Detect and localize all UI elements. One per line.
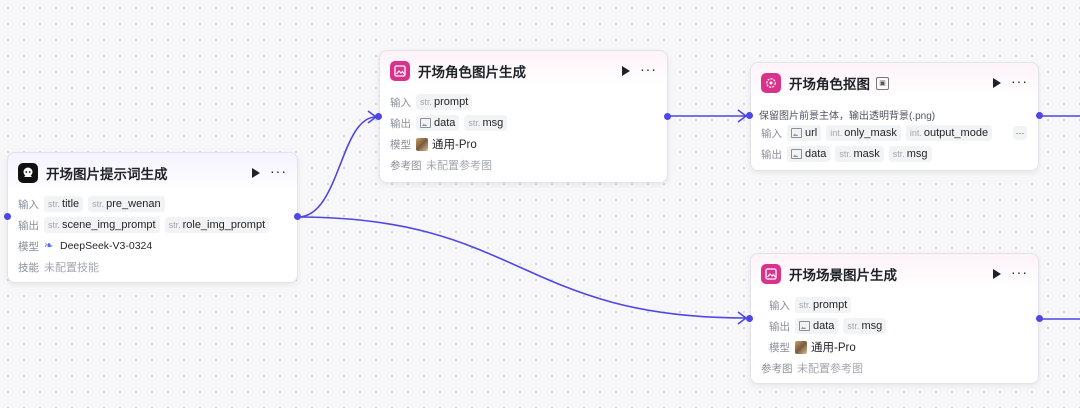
edge-prompt-to-scene	[297, 216, 747, 319]
output-tag: str.msg	[464, 115, 508, 131]
input-tag: str.pre_wenan	[88, 196, 165, 212]
model-name: 通用-Pro	[432, 139, 477, 151]
cutout-icon	[761, 73, 781, 93]
output-label: 输出	[390, 117, 411, 130]
output-tag: str.scene_img_prompt	[44, 217, 160, 233]
plugin-badge-icon: ▣	[876, 76, 889, 90]
play-icon[interactable]	[252, 168, 260, 178]
more-menu-icon[interactable]: ···	[640, 60, 657, 77]
input-label: 输入	[761, 127, 782, 140]
reference-value: 未配置参考图	[426, 160, 492, 172]
edge-arrow-scene	[737, 311, 748, 325]
input-port[interactable]	[746, 315, 753, 322]
output-port[interactable]	[1036, 315, 1043, 322]
input-tag: str.prompt	[416, 94, 473, 110]
node-title: 开场角色抠图	[789, 77, 870, 92]
input-tag: str.prompt	[795, 297, 852, 313]
node-header: 开场角色图片生成 ···	[390, 60, 657, 82]
input-label: 输入	[18, 198, 39, 211]
model-thumbnail-icon	[416, 137, 428, 151]
output-tag: str.role_img_prompt	[164, 217, 270, 233]
input-tag: int.only_mask	[826, 125, 901, 141]
deepseek-whale-icon: ❧	[44, 240, 54, 252]
input-port[interactable]	[746, 112, 753, 119]
output-port[interactable]	[664, 113, 671, 120]
node-header: 开场角色抠图 ▣ ···	[761, 72, 1028, 94]
edge-arrow-cutout	[737, 109, 748, 123]
more-inputs-button[interactable]: ···	[1013, 126, 1027, 140]
play-icon[interactable]	[622, 66, 630, 76]
output-port[interactable]	[294, 213, 301, 220]
input-row: 输入 str.title str.pre_wenan	[18, 195, 170, 213]
image-generate-icon	[761, 264, 781, 284]
chatbot-icon	[18, 163, 38, 183]
node-description: 保留图片前景主体，输出透明背景(.png)	[759, 111, 936, 122]
image-type-icon	[799, 321, 810, 331]
input-label: 输入	[769, 299, 790, 312]
image-generate-icon	[390, 61, 410, 81]
input-label: 输入	[390, 96, 411, 109]
output-label: 输出	[761, 148, 782, 161]
edge-prompt-to-role	[297, 116, 377, 218]
image-type-icon	[420, 118, 431, 128]
output-tag: data	[416, 115, 460, 131]
output-port[interactable]	[1036, 112, 1043, 119]
output-row: 输出 data str.mask str.msg	[761, 145, 937, 163]
output-tag: str.msg	[843, 318, 887, 334]
more-menu-icon[interactable]: ···	[1011, 263, 1028, 280]
output-tag: data	[795, 318, 839, 334]
reference-value: 未配置参考图	[797, 363, 863, 375]
more-menu-icon[interactable]: ···	[270, 162, 287, 179]
skill-row: 技能 未配置技能	[18, 258, 99, 276]
image-type-icon	[791, 149, 802, 159]
node-prompt-gen[interactable]: 开场图片提示词生成 ··· 输入 str.title str.pre_wenan…	[7, 152, 298, 283]
node-header: 开场场景图片生成 ···	[761, 263, 1028, 285]
skill-value: 未配置技能	[44, 262, 99, 274]
reference-row: 参考图 未配置参考图	[761, 359, 863, 377]
input-tag: url	[787, 125, 822, 141]
model-row: 模型 通用-Pro	[769, 338, 856, 356]
node-title: 开场图片提示词生成	[46, 167, 168, 182]
reference-label: 参考图	[761, 362, 793, 375]
output-row: 输出 data str.msg	[390, 114, 512, 132]
model-row: 模型 通用-Pro	[390, 135, 477, 153]
play-icon[interactable]	[993, 78, 1001, 88]
output-label: 输出	[18, 219, 39, 232]
node-role-image[interactable]: 开场角色图片生成 ··· 输入 str.prompt 输出 data str.m…	[379, 50, 668, 183]
node-scene-image[interactable]: 开场场景图片生成 ··· 输入 str.prompt 输出 data str.m…	[750, 253, 1039, 384]
output-label: 输出	[769, 320, 790, 333]
model-row: 模型 ❧ DeepSeek-V3-0324	[18, 237, 152, 255]
node-title: 开场场景图片生成	[789, 268, 897, 283]
output-row: 输出 str.scene_img_prompt str.role_img_pro…	[18, 216, 274, 234]
model-label: 模型	[18, 240, 39, 253]
reference-row: 参考图 未配置参考图	[390, 156, 492, 174]
input-row: 输入 url int.only_mask int.output_mode	[761, 124, 997, 142]
output-tag: str.mask	[835, 146, 884, 162]
play-icon[interactable]	[993, 269, 1001, 279]
input-port[interactable]	[375, 113, 382, 120]
image-type-icon	[791, 128, 802, 138]
model-name: 通用-Pro	[811, 342, 856, 354]
output-tag: str.msg	[888, 146, 932, 162]
skill-label: 技能	[18, 261, 39, 274]
model-label: 模型	[769, 341, 790, 354]
output-row: 输出 data str.msg	[769, 317, 891, 335]
model-label: 模型	[390, 138, 411, 151]
node-role-cutout[interactable]: 开场角色抠图 ▣ ··· 保留图片前景主体，输出透明背景(.png) 输入 ur…	[750, 62, 1039, 171]
node-title: 开场角色图片生成	[418, 65, 526, 80]
more-menu-icon[interactable]: ···	[1011, 72, 1028, 89]
input-tag: int.output_mode	[905, 125, 993, 141]
model-thumbnail-icon	[795, 340, 807, 354]
input-port[interactable]	[4, 213, 11, 220]
model-name: DeepSeek-V3-0324	[60, 240, 153, 252]
reference-label: 参考图	[390, 159, 422, 172]
output-tag: data	[787, 146, 831, 162]
input-row: 输入 str.prompt	[390, 93, 477, 111]
input-tag: str.title	[44, 196, 84, 212]
node-header: 开场图片提示词生成 ···	[18, 162, 287, 184]
input-row: 输入 str.prompt	[769, 296, 856, 314]
